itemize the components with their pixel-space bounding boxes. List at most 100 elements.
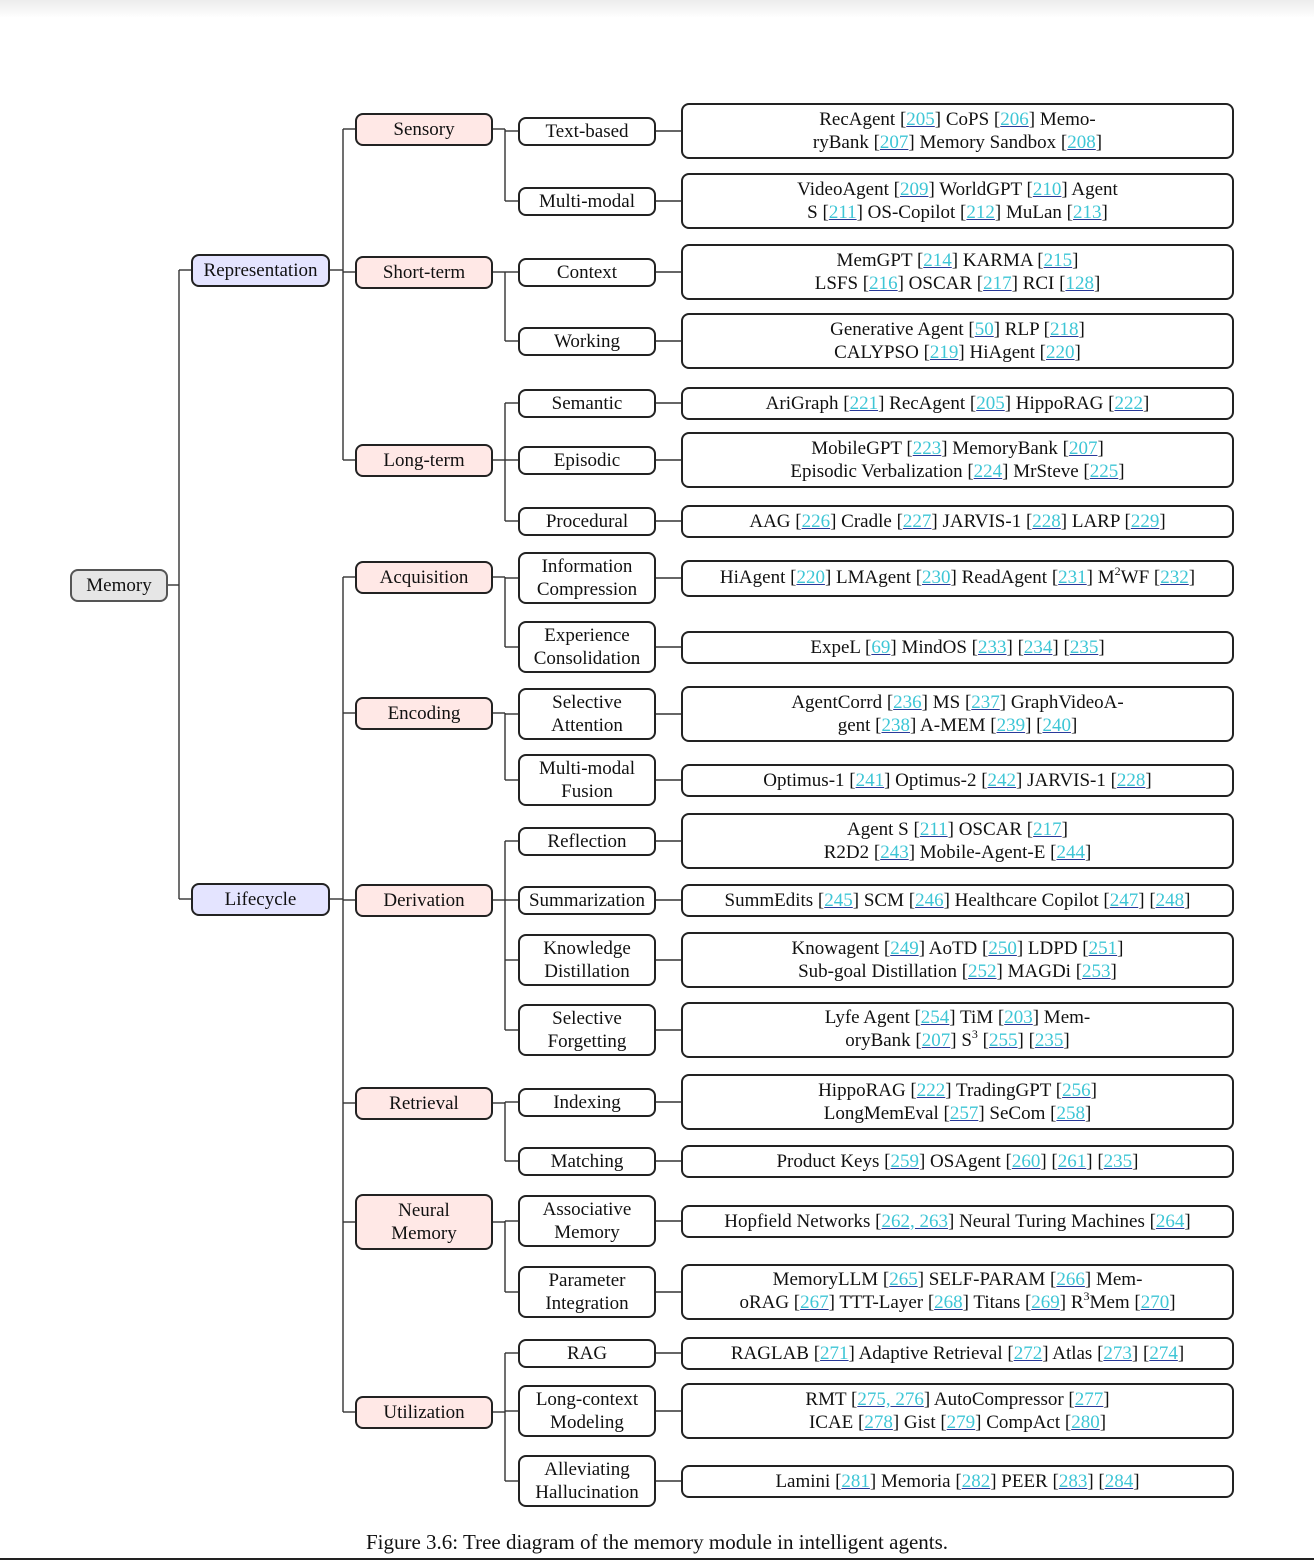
- citation-link[interactable]: 238: [881, 715, 911, 736]
- citation-link[interactable]: 223: [912, 438, 942, 459]
- citation-link[interactable]: 262, 263: [881, 1210, 949, 1232]
- citation-link[interactable]: 218: [1050, 319, 1079, 340]
- top-shadow: [0, 0, 1314, 18]
- citation-link[interactable]: 219: [929, 342, 959, 363]
- citation-link[interactable]: 228: [1032, 510, 1061, 532]
- citation-link[interactable]: 50: [974, 319, 994, 340]
- citation-link[interactable]: 244: [1056, 842, 1085, 863]
- citation-link[interactable]: 237: [971, 692, 1000, 713]
- citation-link[interactable]: 241: [855, 769, 885, 791]
- citation-link[interactable]: 275, 276: [857, 1389, 924, 1410]
- citation-link[interactable]: 215: [1043, 250, 1073, 271]
- citation-link[interactable]: 217: [983, 273, 1012, 294]
- citation-link[interactable]: 266: [1056, 1269, 1085, 1290]
- reference-text: ] RCI [: [1011, 273, 1066, 294]
- citation-link[interactable]: 226: [801, 510, 831, 532]
- citation-link[interactable]: 249: [890, 938, 919, 959]
- citation-link[interactable]: 259: [890, 1150, 919, 1172]
- citation-link[interactable]: 272: [1013, 1342, 1043, 1364]
- citation-link[interactable]: 278: [864, 1412, 893, 1433]
- citation-link[interactable]: 217: [1033, 819, 1062, 840]
- reference-text: LSFS [: [814, 273, 870, 294]
- reference-text: Agent S [: [847, 819, 920, 840]
- citation-link[interactable]: 271: [820, 1342, 849, 1364]
- citation-link[interactable]: 274: [1149, 1342, 1178, 1364]
- reference-text: ] RecAgent [: [878, 392, 977, 414]
- citation-link[interactable]: 261: [1057, 1150, 1087, 1172]
- citation-link[interactable]: 211: [828, 202, 857, 223]
- citation-link[interactable]: 232: [1160, 566, 1189, 588]
- citation-link[interactable]: 240: [1042, 715, 1071, 736]
- citation-link[interactable]: 236: [893, 692, 922, 713]
- topic-node-selective-forgetting: Selective Forgetting: [518, 1004, 656, 1056]
- citation-link[interactable]: 233: [978, 636, 1007, 658]
- citation-link[interactable]: 207: [921, 1030, 951, 1051]
- citation-link[interactable]: 252: [968, 961, 997, 982]
- citation-link[interactable]: 211: [919, 819, 948, 840]
- citation-link[interactable]: 69: [871, 636, 891, 658]
- citation-link[interactable]: 260: [1011, 1150, 1041, 1172]
- citation-link[interactable]: 247: [1109, 889, 1139, 911]
- citation-link[interactable]: 277: [1074, 1389, 1104, 1410]
- citation-link[interactable]: 205: [906, 109, 935, 130]
- citation-link[interactable]: 270: [1140, 1292, 1170, 1313]
- citation-link[interactable]: 265: [889, 1269, 918, 1290]
- citation-link[interactable]: 268: [934, 1292, 963, 1313]
- citation-link[interactable]: 269: [1031, 1292, 1060, 1313]
- citation-link[interactable]: 280: [1071, 1412, 1100, 1433]
- citation-link[interactable]: 207: [1068, 438, 1098, 459]
- citation-link[interactable]: 273: [1103, 1342, 1132, 1364]
- citation-link[interactable]: 221: [849, 392, 879, 414]
- citation-link[interactable]: 207: [879, 132, 909, 153]
- citation-link[interactable]: 279: [946, 1412, 976, 1433]
- citation-link[interactable]: 214: [923, 250, 952, 271]
- citation-link[interactable]: 251: [1088, 938, 1118, 959]
- citation-link[interactable]: 209: [899, 179, 929, 200]
- citation-link[interactable]: 230: [922, 566, 951, 588]
- citation-link[interactable]: 267: [800, 1292, 829, 1313]
- citation-link[interactable]: 254: [920, 1007, 950, 1028]
- citation-link[interactable]: 235: [1103, 1150, 1133, 1172]
- citation-link[interactable]: 212: [966, 202, 995, 223]
- citation-link[interactable]: 224: [973, 461, 1003, 482]
- citation-link[interactable]: 227: [902, 510, 932, 532]
- citation-link[interactable]: 282: [961, 1470, 991, 1492]
- citation-link[interactable]: 242: [987, 769, 1017, 791]
- citation-link[interactable]: 250: [988, 938, 1017, 959]
- citation-link[interactable]: 216: [869, 273, 898, 294]
- citation-link[interactable]: 222: [916, 1080, 946, 1101]
- citation-link[interactable]: 210: [1032, 179, 1062, 200]
- citation-link[interactable]: 235: [1069, 636, 1099, 658]
- citation-link[interactable]: 258: [1056, 1103, 1085, 1124]
- citation-link[interactable]: 245: [824, 889, 853, 911]
- citation-link[interactable]: 229: [1130, 510, 1160, 532]
- citation-link[interactable]: 231: [1058, 566, 1087, 588]
- citation-link[interactable]: 208: [1067, 132, 1096, 153]
- citation-link[interactable]: 283: [1058, 1470, 1088, 1492]
- reference-text: ] HippoRAG [: [1004, 392, 1115, 414]
- citation-link[interactable]: 239: [996, 715, 1026, 736]
- citation-link[interactable]: 246: [915, 889, 944, 911]
- citation-link[interactable]: 264: [1155, 1210, 1185, 1232]
- citation-link[interactable]: 222: [1114, 392, 1143, 414]
- citation-link[interactable]: 235: [1034, 1030, 1064, 1051]
- citation-link[interactable]: 225: [1089, 461, 1119, 482]
- citation-link[interactable]: 213: [1072, 202, 1102, 223]
- citation-link[interactable]: 257: [949, 1103, 979, 1124]
- citation-link[interactable]: 206: [1000, 109, 1029, 130]
- citation-link[interactable]: 205: [976, 392, 1005, 414]
- citation-link[interactable]: 203: [1004, 1007, 1033, 1028]
- citation-link[interactable]: 220: [796, 566, 825, 588]
- citation-link[interactable]: 128: [1065, 273, 1094, 294]
- citation-link[interactable]: 255: [989, 1030, 1018, 1051]
- citation-link[interactable]: 243: [880, 842, 909, 863]
- citation-link[interactable]: 281: [841, 1470, 870, 1492]
- citation-link[interactable]: 256: [1062, 1080, 1091, 1101]
- citation-link[interactable]: 253: [1082, 961, 1111, 982]
- reference-text: Sub-goal Distillation [: [798, 961, 969, 982]
- citation-link[interactable]: 248: [1155, 889, 1185, 911]
- citation-link[interactable]: 234: [1023, 636, 1053, 658]
- citation-link[interactable]: 228: [1116, 769, 1146, 791]
- citation-link[interactable]: 220: [1046, 342, 1075, 363]
- citation-link[interactable]: 284: [1104, 1470, 1134, 1492]
